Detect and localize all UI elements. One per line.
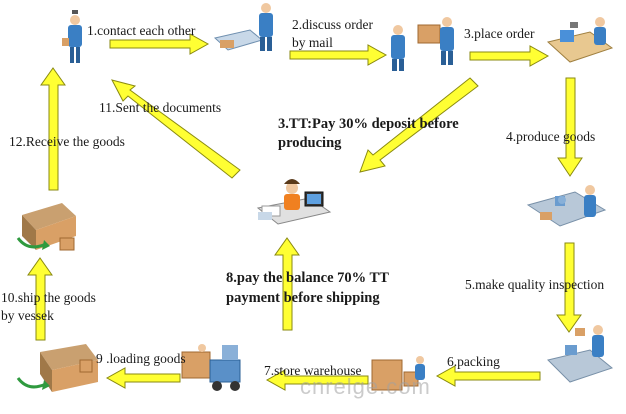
office-mail-icon xyxy=(213,3,273,51)
step-ship-label-line2: by vessek xyxy=(1,308,54,323)
truck-loading-icon xyxy=(16,344,98,392)
packing-station-icon xyxy=(547,325,614,383)
step-contact-label: 1.contact each other xyxy=(87,23,196,38)
warehouse-icon xyxy=(371,356,425,391)
arrow-packing-left xyxy=(435,365,541,387)
arrow-receive-up xyxy=(40,67,66,191)
step-discuss-label-line1: 2.discuss order xyxy=(292,17,373,32)
watermark: cnrelge.com xyxy=(300,374,431,399)
arrow-discuss-to-place xyxy=(289,44,388,66)
arrow-produce-down xyxy=(557,77,583,177)
step-place-order-label: 3.place order xyxy=(464,26,535,41)
arrow-tt-deposit xyxy=(359,77,479,173)
step-loading-label: 9 .loading goods xyxy=(96,351,186,366)
truck-receive-icon xyxy=(16,203,76,251)
step-warehouse-label: 7.store warehouse xyxy=(264,363,362,378)
step-balance-label-line1: 8.pay the balance 70% TT xyxy=(226,270,389,286)
step-packing-label: 6.packing xyxy=(447,354,500,369)
forklift-icon xyxy=(181,344,241,391)
step-balance-label-line2: payment before shipping xyxy=(226,290,380,306)
accountant-desk-icon xyxy=(256,179,332,225)
production-machine-icon xyxy=(526,185,607,227)
arrow-ship-up xyxy=(27,257,53,341)
arrow-inspection-down xyxy=(556,242,582,333)
step-inspection-label: 5.make quality inspection xyxy=(465,277,605,292)
arrow-loading-left xyxy=(105,367,181,389)
businessman-phone-icon xyxy=(62,10,82,63)
arrow-place-to-workshop xyxy=(469,45,550,67)
step-produce-label: 4.produce goods xyxy=(506,129,596,144)
arrow-warehouse-left xyxy=(265,369,369,391)
arrow-balance-up xyxy=(274,237,300,331)
step-tt-deposit-label-line1: 3.TT:Pay 30% deposit before xyxy=(278,116,459,132)
arrow-contact-to-discuss xyxy=(109,33,210,55)
step-ship-label-line1: 10.ship the goods xyxy=(1,290,96,305)
step-discuss-label-line2: by mail xyxy=(292,35,333,50)
arrow-send-documents xyxy=(111,79,241,179)
step-receive-label: 12.Receive the goods xyxy=(9,134,125,149)
step-documents-label: 11.Sent the documents xyxy=(99,100,222,115)
step-tt-deposit-label-line2: producing xyxy=(278,135,342,151)
place-order-icon xyxy=(391,17,454,71)
workshop-desk-icon xyxy=(546,17,614,63)
